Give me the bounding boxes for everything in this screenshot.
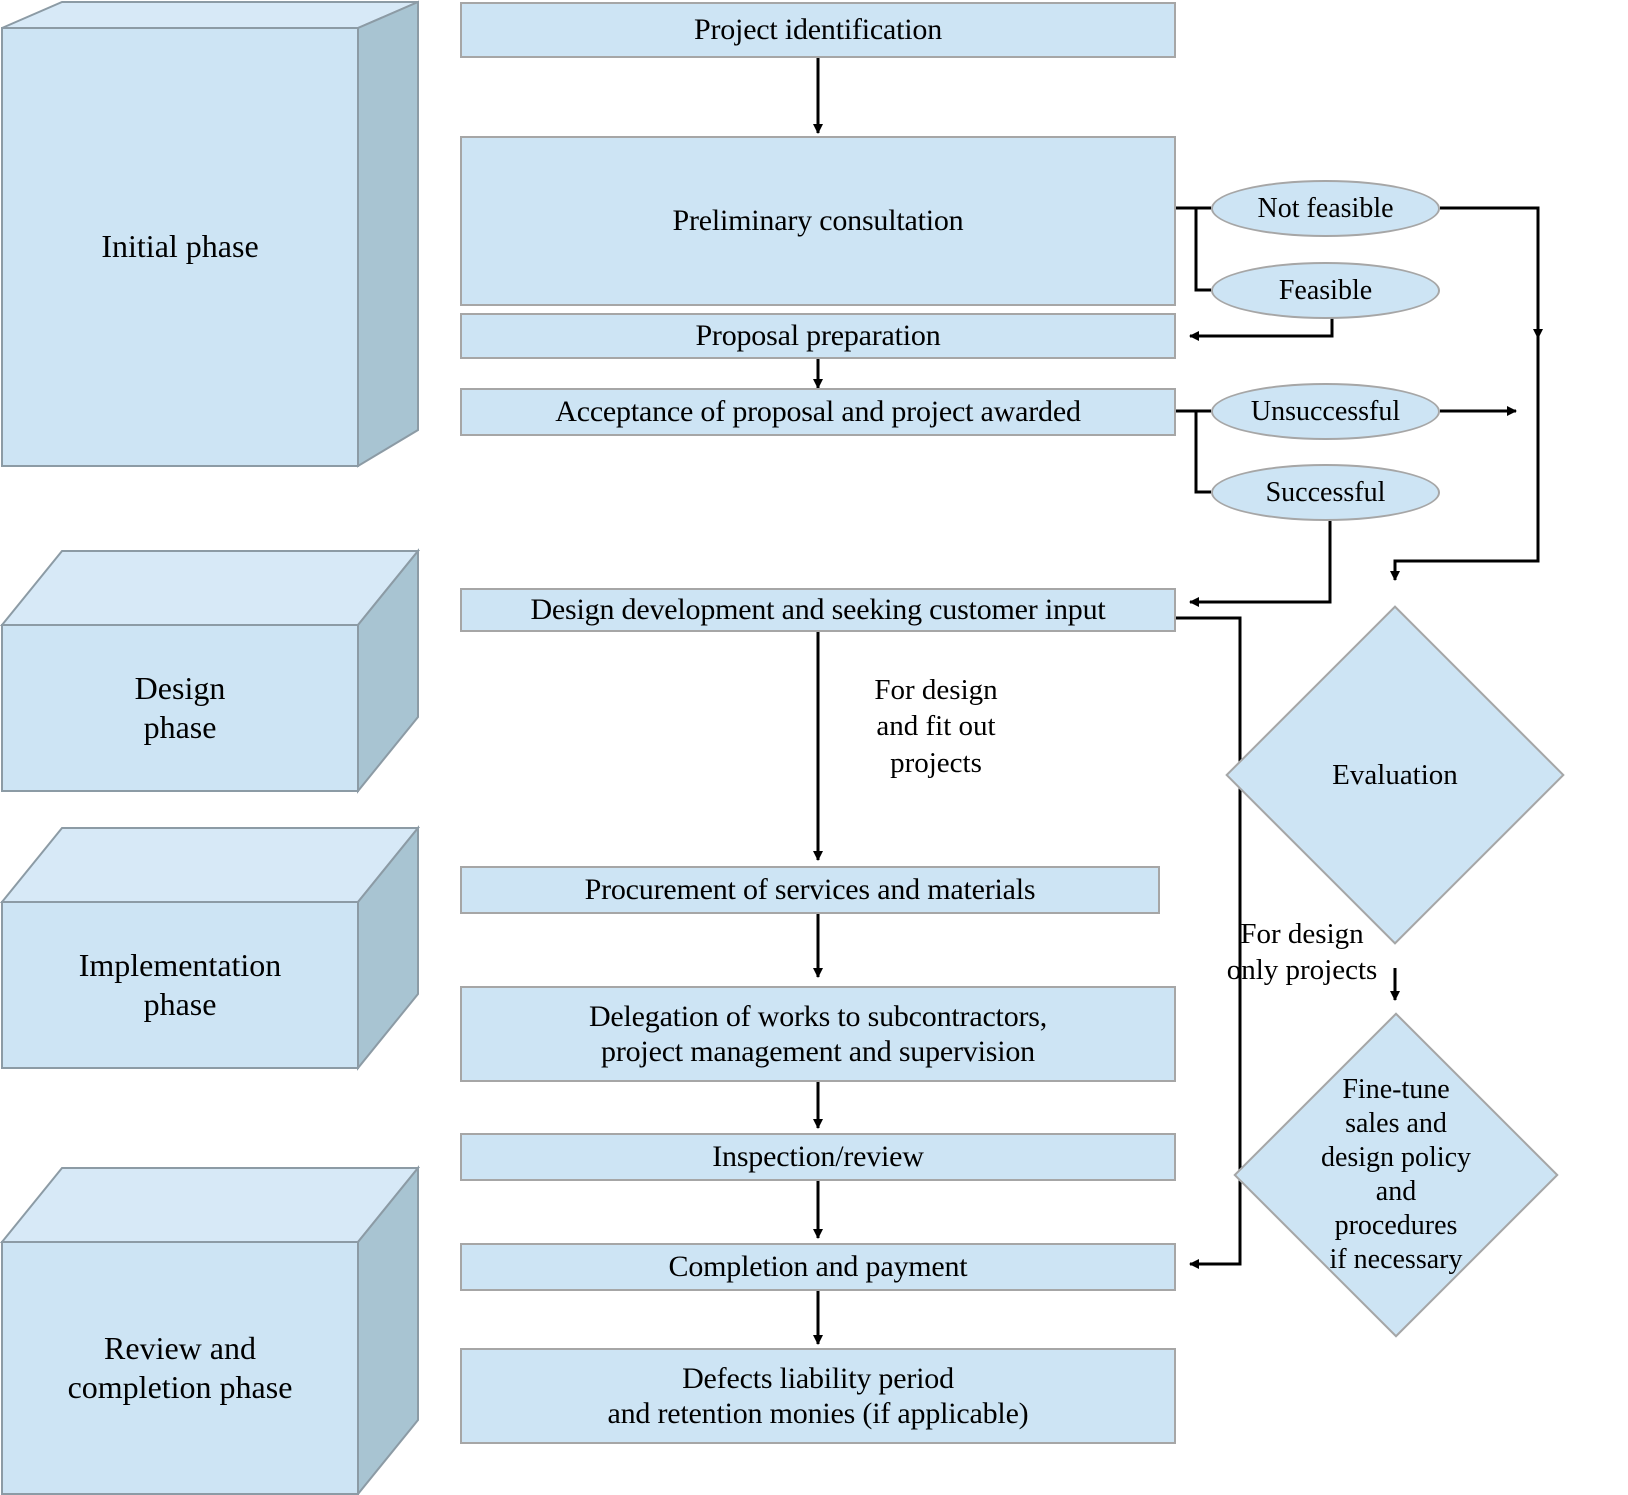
edge-acceptance-fork-successful: [1176, 409, 1211, 494]
phase-cube-implementation: Implementation phase: [0, 822, 420, 1072]
process-box-delegation-of-works[interactable]: Delegation of works to subcontractors, p…: [460, 986, 1176, 1082]
phase-cube-initial: Initial phase: [0, 0, 420, 470]
diamond-shape: [1225, 605, 1565, 945]
edge-consultation-fork-feasible: [1176, 206, 1211, 292]
process-box-label: Completion and payment: [668, 1250, 968, 1284]
process-box-label: Design development and seeking customer …: [530, 593, 1106, 627]
process-box-label: Project identification: [693, 13, 943, 47]
process-box-label: Acceptance of proposal and project award…: [555, 395, 1081, 429]
process-box-label: Delegation of works to subcontractors, p…: [588, 999, 1048, 1068]
process-box-completion-and-payment[interactable]: Completion and payment: [460, 1243, 1176, 1291]
process-box-project-identification[interactable]: Project identification: [460, 2, 1176, 58]
outcome-ellipse-label: Not feasible: [1257, 192, 1394, 224]
outcome-ellipse-unsuccessful[interactable]: Unsuccessful: [1211, 383, 1440, 440]
outcome-ellipse-label: Feasible: [1278, 274, 1373, 306]
outcome-ellipse-feasible[interactable]: Feasible: [1211, 262, 1440, 319]
process-box-procurement[interactable]: Procurement of services and materials: [460, 866, 1160, 914]
decision-diamond-fine-tune[interactable]: Fine-tune sales and design policy and pr…: [1233, 1012, 1559, 1338]
diamond-shape: [1233, 1012, 1559, 1338]
process-box-inspection-review[interactable]: Inspection/review: [460, 1133, 1176, 1181]
process-box-label: Procurement of services and materials: [584, 873, 1036, 907]
edge-feasible-to-proposal: [1189, 318, 1334, 341]
decision-diamond-evaluation[interactable]: Evaluation: [1225, 605, 1565, 945]
outcome-ellipse-label: Unsuccessful: [1250, 395, 1401, 427]
process-box-proposal-preparation[interactable]: Proposal preparation: [460, 313, 1176, 359]
phase-cube-design: Design phase: [0, 545, 420, 795]
process-box-preliminary-consultation[interactable]: Preliminary consultation: [460, 136, 1176, 306]
edge-label-for-design-only: For design only projects: [1226, 918, 1378, 987]
process-box-defects-liability[interactable]: Defects liability period and retention m…: [460, 1348, 1176, 1444]
process-box-label: Preliminary consultation: [672, 204, 964, 238]
process-box-label: Inspection/review: [712, 1140, 924, 1174]
phase-cube-review: Review and completion phase: [0, 1120, 420, 1495]
edge-label-for-design-and-fit-out: For design and fit out projects: [874, 674, 998, 779]
edge-successful-to-design-development: [1189, 521, 1332, 607]
outcome-ellipse-label: Successful: [1265, 476, 1386, 508]
process-box-label: Defects liability period and retention m…: [607, 1361, 1029, 1430]
process-box-label: Proposal preparation: [695, 319, 941, 353]
outcome-ellipse-not-feasible[interactable]: Not feasible: [1211, 180, 1440, 237]
process-box-design-development[interactable]: Design development and seeking customer …: [460, 588, 1176, 632]
outcome-ellipse-successful[interactable]: Successful: [1211, 464, 1440, 521]
process-box-acceptance-of-proposal[interactable]: Acceptance of proposal and project award…: [460, 388, 1176, 436]
